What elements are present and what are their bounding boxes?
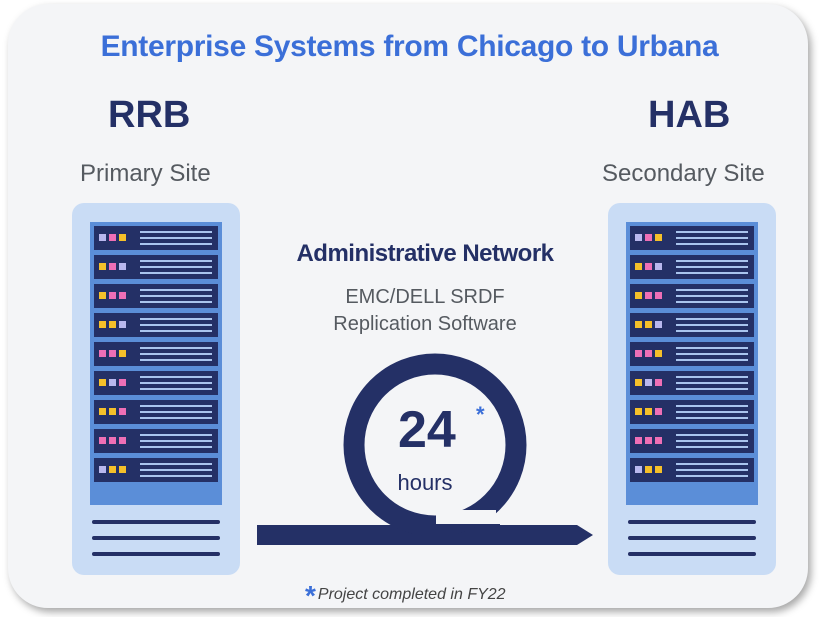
led-indicator — [119, 234, 126, 241]
led-indicator — [109, 321, 116, 328]
led-indicator — [655, 350, 662, 357]
led-indicator — [635, 466, 642, 473]
network-software-line2: Replication Software — [333, 313, 517, 335]
led-indicator — [99, 408, 106, 415]
server-unit — [94, 342, 218, 366]
server-unit — [630, 458, 754, 482]
led-indicator — [645, 408, 652, 415]
server-unit — [630, 342, 754, 366]
primary-site-name: RRB — [108, 94, 191, 136]
server-unit — [94, 458, 218, 482]
server-unit — [94, 226, 218, 250]
led-indicator — [99, 292, 106, 299]
led-indicator — [645, 379, 652, 386]
network-software-line1: EMC/DELL SRDF — [345, 286, 505, 308]
server-unit — [630, 226, 754, 250]
led-indicator — [645, 292, 652, 299]
server-unit — [94, 313, 218, 337]
led-indicator — [99, 234, 106, 241]
network-title: Administrative Network — [296, 240, 554, 267]
led-indicator — [635, 263, 642, 270]
server-rack-icon — [608, 203, 776, 575]
server-unit — [94, 255, 218, 279]
footnote-text: Project completed in FY22 — [317, 586, 506, 603]
led-indicator — [109, 263, 116, 270]
led-indicator — [99, 437, 106, 444]
led-indicator — [635, 234, 642, 241]
led-indicator — [645, 263, 652, 270]
server-unit — [94, 429, 218, 453]
led-indicator — [109, 466, 116, 473]
led-indicator — [655, 292, 662, 299]
hours-footnote-marker: * — [476, 402, 485, 427]
footnote-marker: * — [305, 580, 316, 611]
led-indicator — [635, 408, 642, 415]
led-indicator — [655, 408, 662, 415]
led-indicator — [645, 350, 652, 357]
led-indicator — [655, 437, 662, 444]
led-indicator — [109, 408, 116, 415]
server-unit — [94, 284, 218, 308]
led-indicator — [119, 466, 126, 473]
led-indicator — [119, 263, 126, 270]
led-indicator — [635, 437, 642, 444]
led-indicator — [655, 379, 662, 386]
server-unit — [94, 400, 218, 424]
secondary-site-label: Secondary Site — [602, 160, 765, 187]
hours-label: hours — [397, 470, 453, 495]
led-indicator — [655, 234, 662, 241]
led-indicator — [635, 292, 642, 299]
server-unit — [630, 371, 754, 395]
led-indicator — [655, 466, 662, 473]
server-unit — [630, 255, 754, 279]
led-indicator — [99, 466, 106, 473]
led-indicator — [99, 321, 106, 328]
led-indicator — [109, 437, 116, 444]
server-unit — [630, 400, 754, 424]
led-indicator — [635, 379, 642, 386]
led-indicator — [109, 350, 116, 357]
led-indicator — [99, 350, 106, 357]
led-indicator — [119, 350, 126, 357]
led-indicator — [655, 263, 662, 270]
server-unit — [94, 371, 218, 395]
led-indicator — [645, 466, 652, 473]
led-indicator — [645, 437, 652, 444]
led-indicator — [119, 408, 126, 415]
secondary-site-name: HAB — [648, 94, 731, 136]
led-indicator — [99, 379, 106, 386]
led-indicator — [645, 234, 652, 241]
server-unit — [630, 313, 754, 337]
led-indicator — [655, 321, 662, 328]
server-unit — [630, 429, 754, 453]
footnote: *Project completed in FY22 — [305, 574, 506, 611]
page-title: Enterprise Systems from Chicago to Urban… — [100, 30, 719, 63]
led-indicator — [645, 321, 652, 328]
led-indicator — [109, 292, 116, 299]
led-indicator — [635, 321, 642, 328]
led-indicator — [109, 234, 116, 241]
hours-value: 24 — [398, 401, 456, 459]
led-indicator — [99, 263, 106, 270]
server-rack-icon — [72, 203, 240, 575]
led-indicator — [119, 379, 126, 386]
led-indicator — [119, 292, 126, 299]
led-indicator — [109, 379, 116, 386]
led-indicator — [635, 350, 642, 357]
led-indicator — [119, 321, 126, 328]
server-unit — [630, 284, 754, 308]
primary-site-label: Primary Site — [80, 160, 211, 187]
led-indicator — [119, 437, 126, 444]
arrow-loop-icon — [257, 353, 593, 545]
